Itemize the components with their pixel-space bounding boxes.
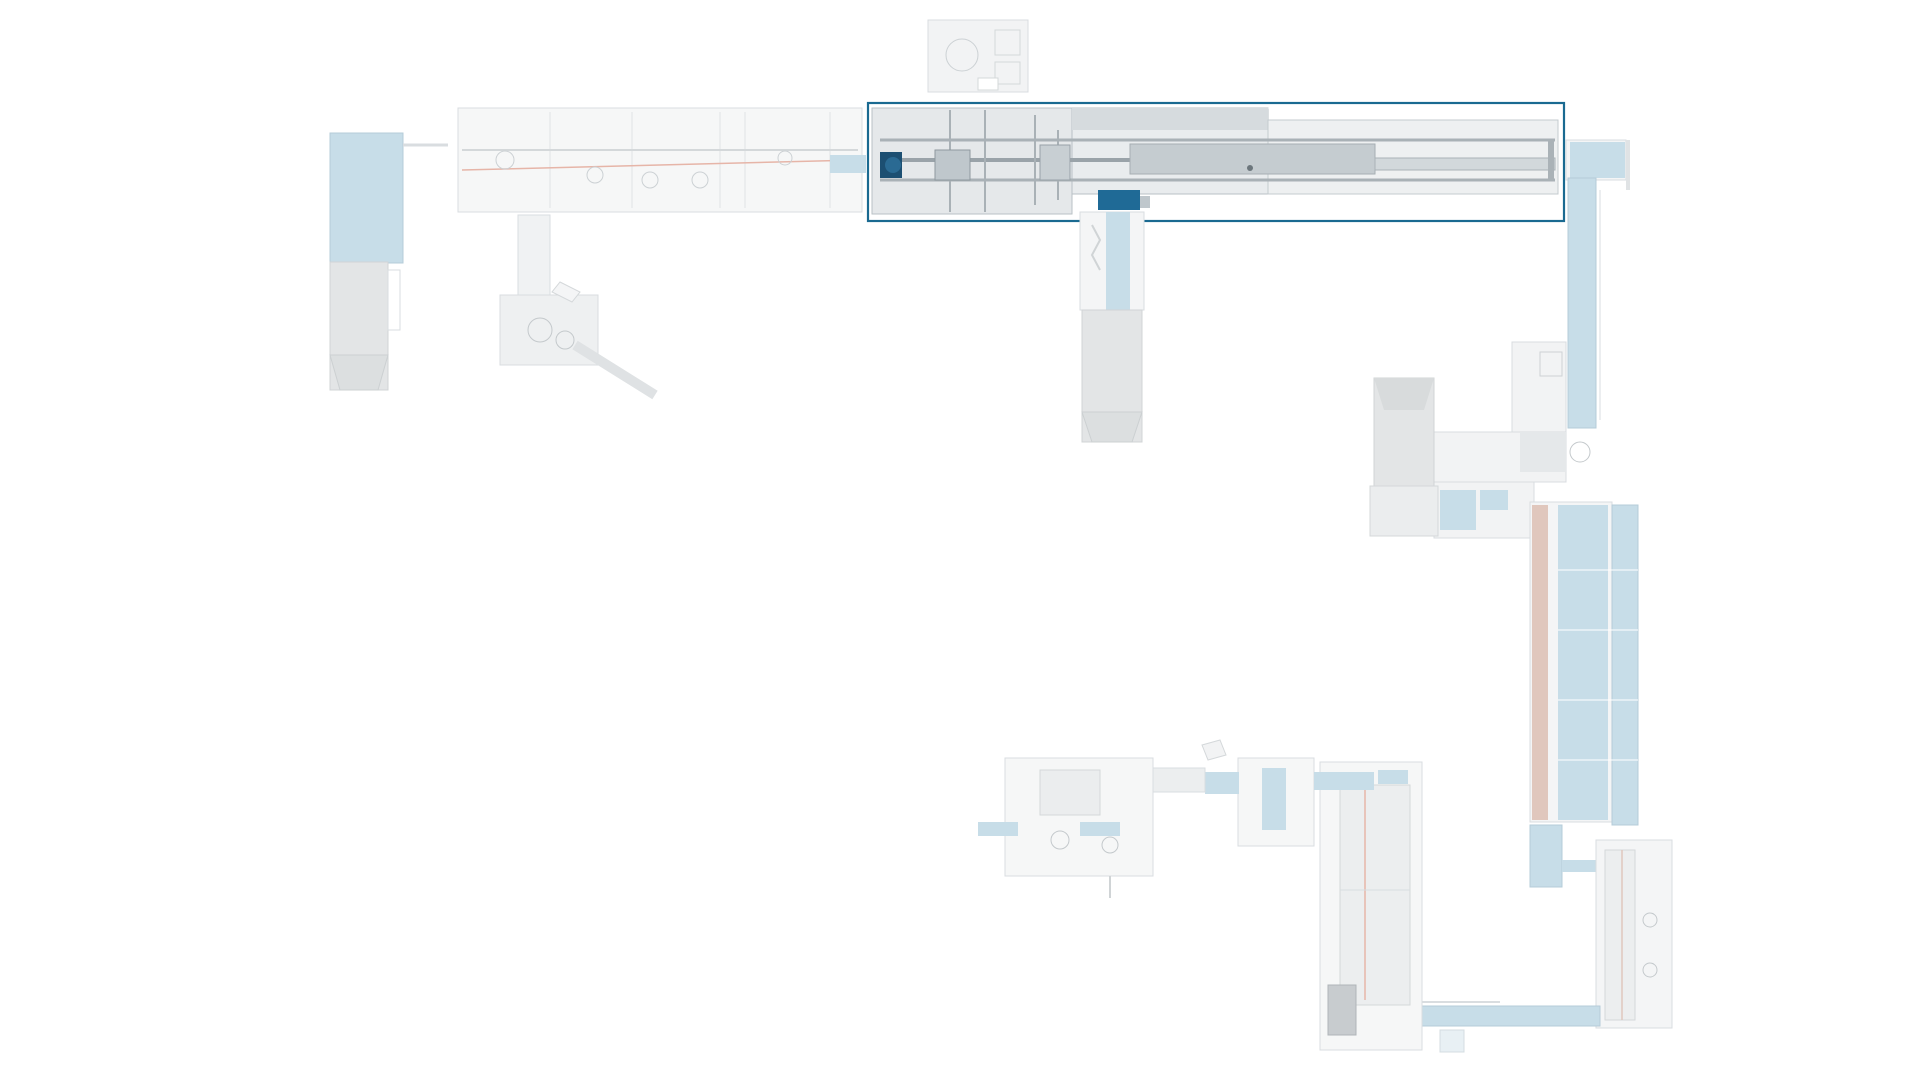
unit-15-machine-block[interactable]	[1201, 739, 1374, 847]
unit-14-machine-block[interactable]	[1319, 761, 1423, 1051]
unit-07-machine-block-selected[interactable]	[866, 101, 1566, 223]
unit-10-hopper[interactable]	[1369, 377, 1439, 537]
unit-03-feeder[interactable]	[499, 214, 658, 400]
unit-16-machine-block[interactable]	[978, 757, 1206, 898]
unit-12-machine-block[interactable]	[1595, 839, 1673, 1029]
unit-08-conveyor[interactable]	[1565, 139, 1630, 429]
unit-09-machine-block[interactable]	[1433, 341, 1591, 539]
unit-01-hopper[interactable]	[329, 132, 448, 391]
unit-05-conveyor[interactable]	[1079, 211, 1145, 311]
unit-04-control-cabinet[interactable]	[927, 19, 1029, 93]
unit-06-hopper[interactable]	[1081, 309, 1143, 443]
unit-11-buffer-table[interactable]	[1529, 501, 1639, 888]
unit-02-machine-block[interactable]	[457, 107, 866, 213]
unit-13-conveyor[interactable]	[1379, 1001, 1601, 1053]
